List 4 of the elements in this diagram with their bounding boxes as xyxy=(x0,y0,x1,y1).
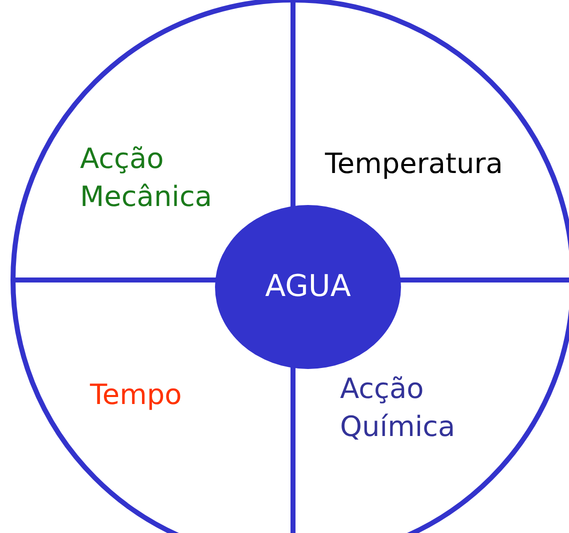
quadrant-label: Temperatura xyxy=(325,145,555,183)
center-ellipse: AGUA xyxy=(215,205,401,369)
quadrant-label: Acção Química xyxy=(340,370,510,446)
quadrant-label: Tempo xyxy=(90,376,240,414)
